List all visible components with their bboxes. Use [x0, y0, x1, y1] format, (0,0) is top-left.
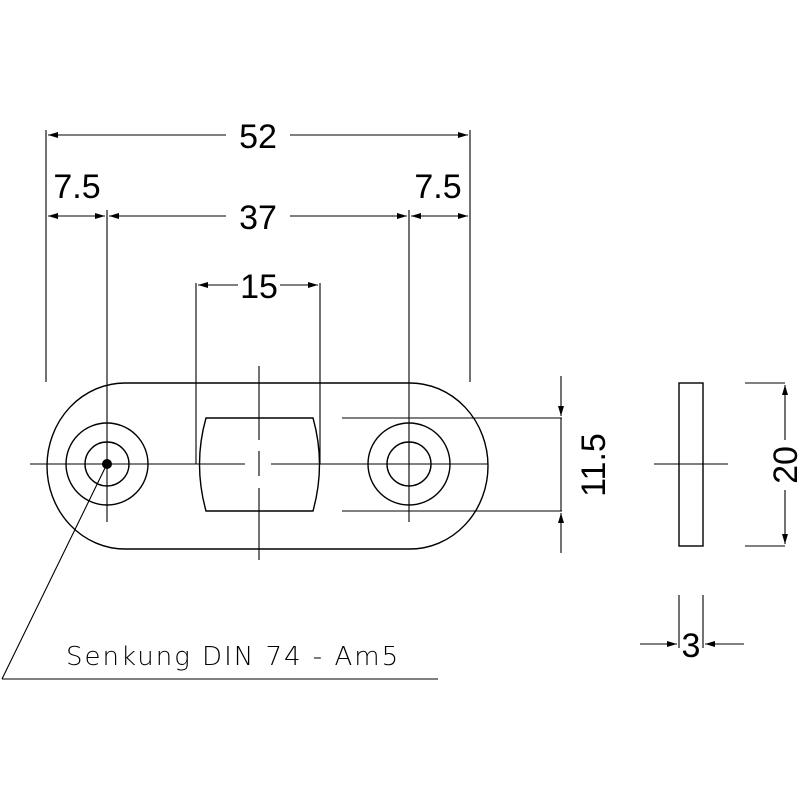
side-view: 20 3: [640, 382, 800, 665]
dim-15-label: 15: [240, 268, 278, 306]
countersink-callout: Senkung DIN 74 - Am5: [1, 467, 438, 680]
center-recess: [198, 417, 321, 512]
leader-line: [1, 467, 106, 680]
dimension-7.5-left: 7.5: [48, 168, 105, 219]
dim-20-label: 20: [767, 446, 800, 484]
dimension-11.5: 11.5: [558, 376, 613, 553]
dim-7.5-left-label: 7.5: [53, 168, 100, 206]
callout-text: Senkung DIN 74 - Am5: [66, 642, 400, 672]
top-view: [30, 130, 562, 560]
dimension-37: 37: [109, 199, 407, 237]
dim-37-label: 37: [239, 199, 277, 237]
dimension-15: 15: [198, 268, 318, 306]
dim-11.5-label: 11.5: [575, 433, 613, 497]
dim-52-label: 52: [239, 118, 277, 156]
dim-3-label: 3: [682, 627, 701, 665]
dim-7.5-right-label: 7.5: [414, 168, 461, 206]
plate-outline: [46, 382, 489, 550]
dimension-7.5-right: 7.5: [411, 168, 468, 219]
dimension-52: 52: [48, 118, 468, 156]
